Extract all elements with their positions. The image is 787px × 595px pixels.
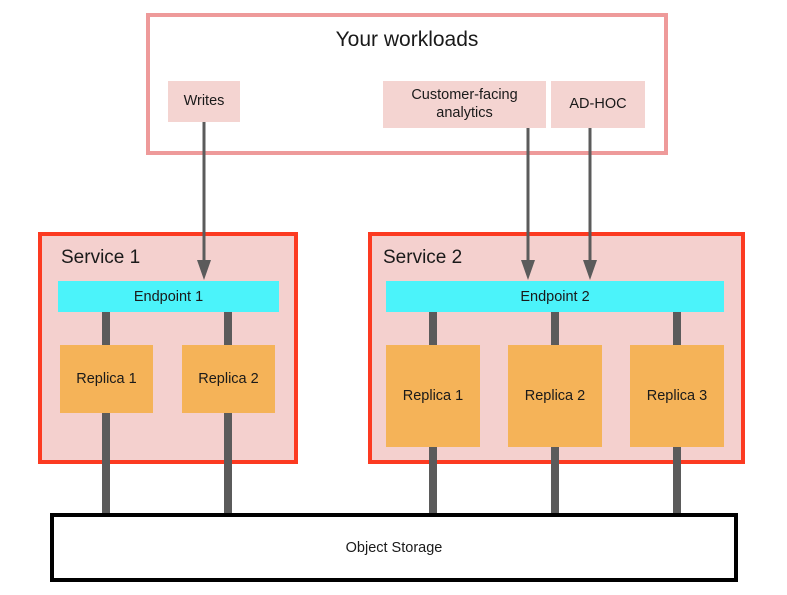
service-2-replica-2[interactable]: Replica 2 [508,345,602,447]
service-title-1: Service 1 [61,247,141,268]
arrow-adhoc-to-endpoint-2 [583,128,597,282]
workloads-container [146,13,668,155]
link-endpoint-2-to-replica-2 [551,312,559,348]
service-2-replica-1[interactable]: Replica 1 [386,345,480,447]
link-replica-1-storage-seg [102,410,110,517]
service-2-replica-3[interactable]: Replica 3 [630,345,724,447]
link-s2-replica-2-storage-seg [551,444,559,517]
link-endpoint-2-to-replica-3 [673,312,681,348]
object-storage-box[interactable]: Object Storage [50,513,738,582]
link-s2-replica-1-storage-seg [429,444,437,517]
service-1-replica-1[interactable]: Replica 1 [60,345,153,413]
arrow-writes-to-endpoint-1 [197,122,211,282]
workload-chip-customer-facing-analytics[interactable]: Customer-facing analytics [383,81,546,128]
link-s2-replica-3-storage-seg [673,444,681,517]
service-title-2: Service 2 [383,247,463,268]
workloads-title: Your workloads [335,28,479,51]
endpoint-2[interactable]: Endpoint 2 [386,281,724,312]
link-replica-2-storage-seg [224,410,232,517]
arrow-analytics-to-endpoint-2 [521,128,535,282]
link-endpoint-2-to-replica-1 [429,312,437,348]
endpoint-1[interactable]: Endpoint 1 [58,281,279,312]
workload-chip-writes[interactable]: Writes [168,81,240,122]
service-1-replica-2[interactable]: Replica 2 [182,345,275,413]
workload-chip-ad-hoc[interactable]: AD-HOC [551,81,645,128]
link-endpoint-1-to-replica-2 [224,312,232,348]
link-endpoint-1-to-replica-1 [102,312,110,348]
